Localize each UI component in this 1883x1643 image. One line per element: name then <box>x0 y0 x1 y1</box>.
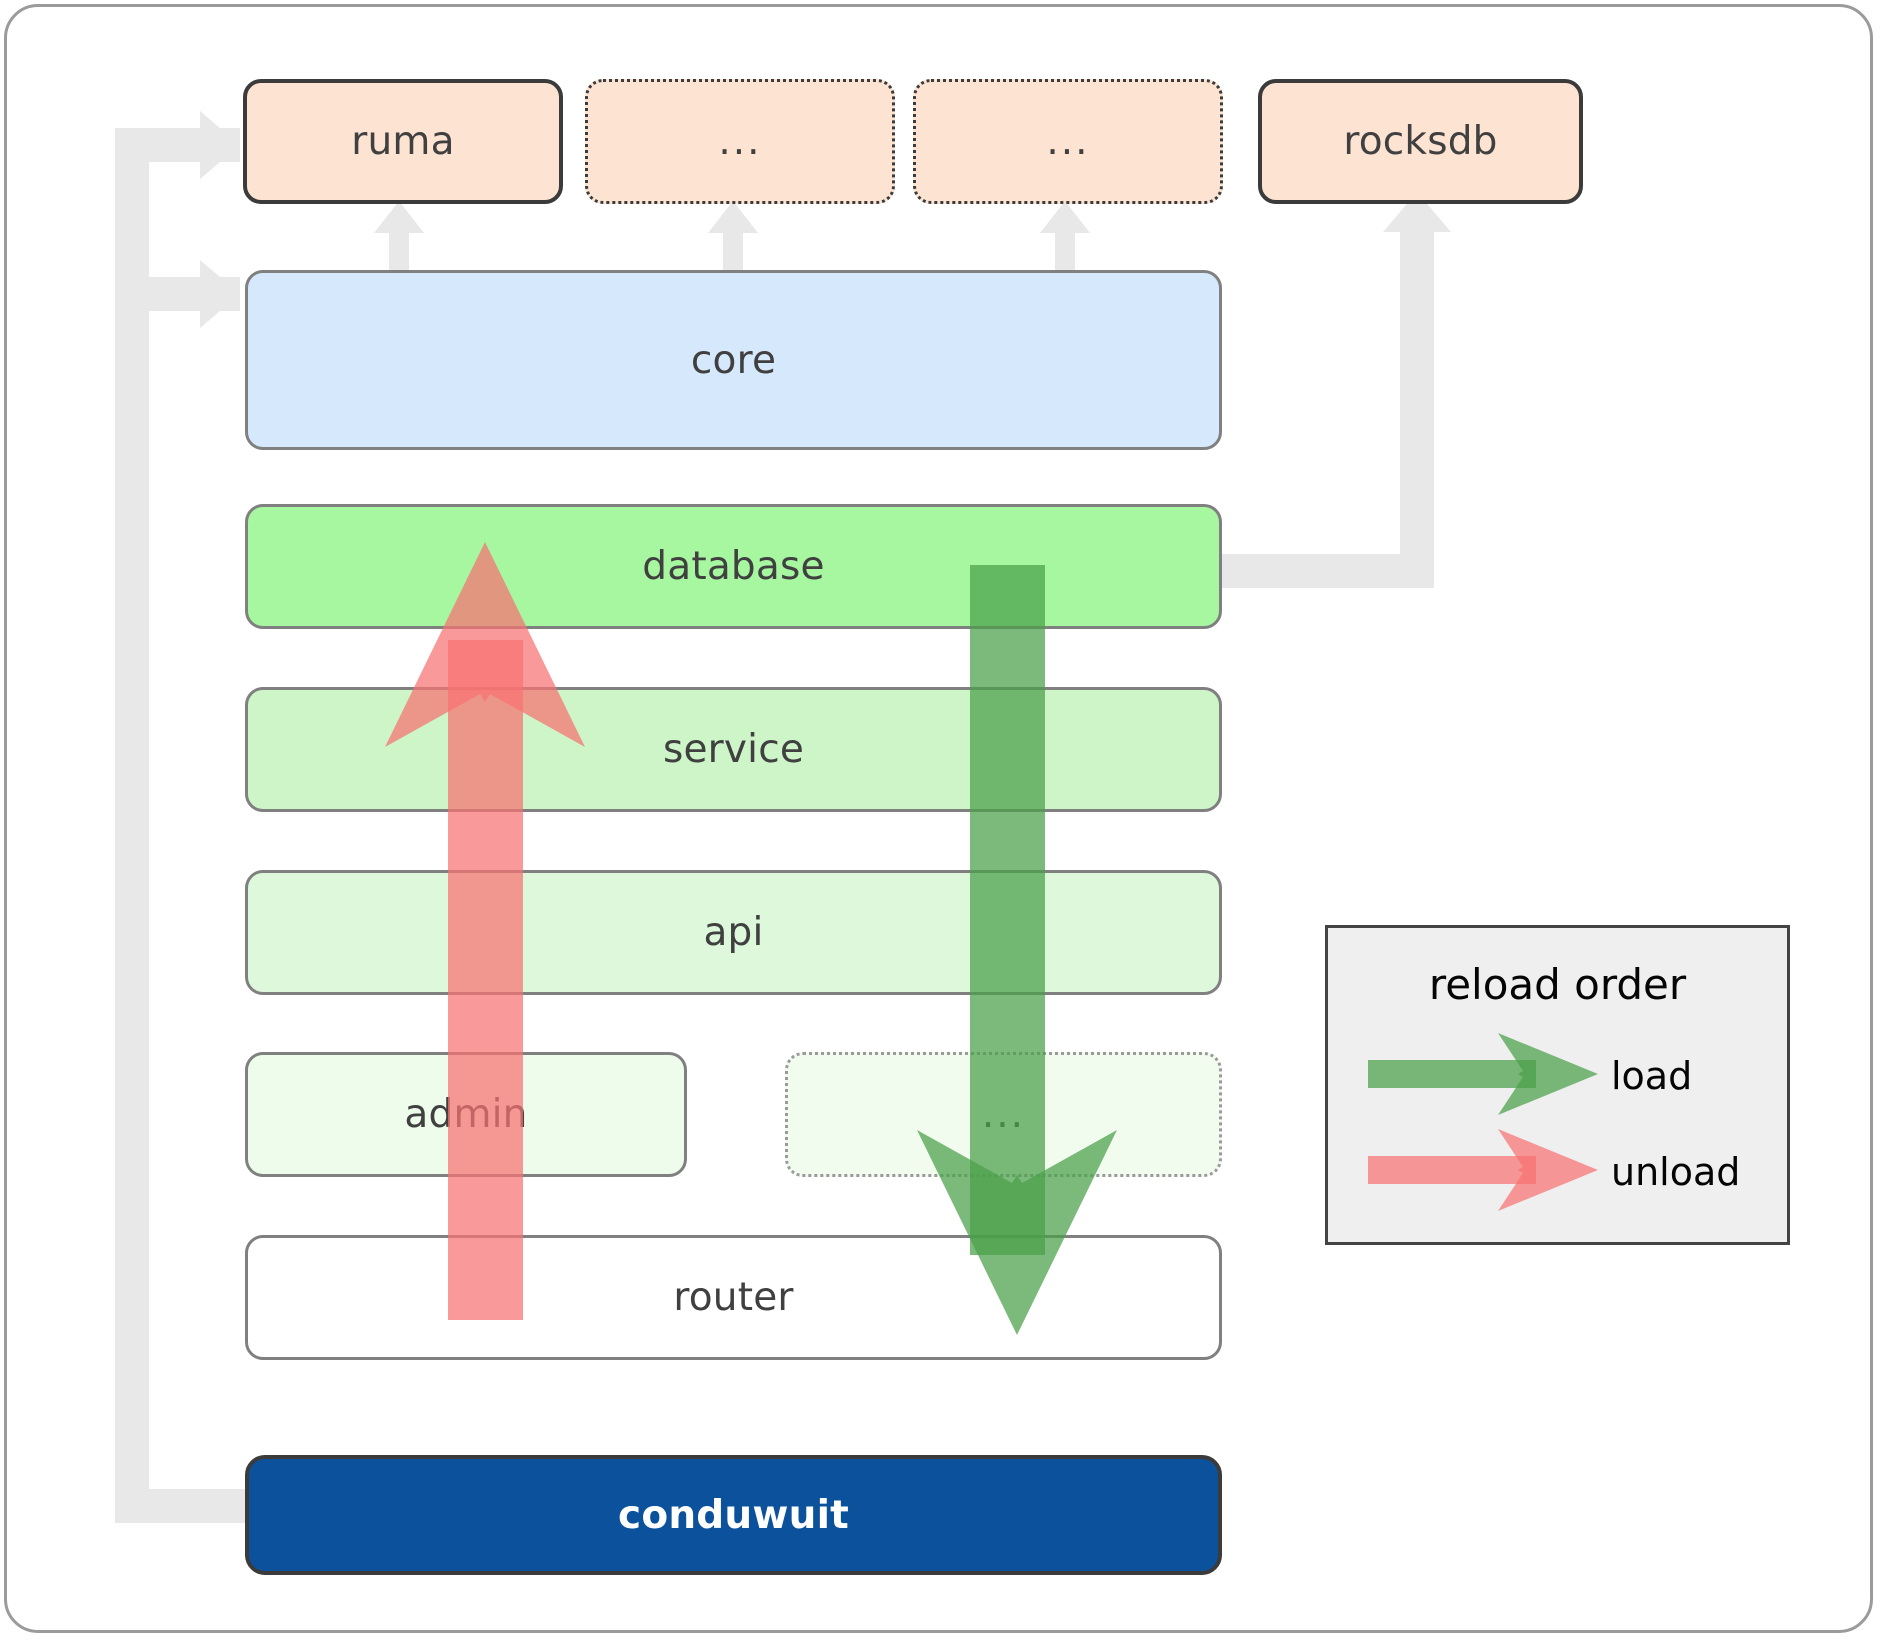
connector-to-core-arrow <box>200 260 240 328</box>
connector-core-to-ruma-arrow <box>374 201 424 233</box>
load-arrow-shaft <box>970 565 1045 1255</box>
connector-core-to-dots1-arrow <box>708 201 758 233</box>
node-router-label: router <box>673 1275 794 1320</box>
connector-to-ruma-arrow <box>200 111 240 179</box>
node-router[interactable]: router <box>245 1235 1222 1360</box>
node-conduwuit[interactable]: conduwuit <box>245 1455 1222 1575</box>
load-arrow-icon <box>917 1130 1117 1335</box>
node-ruma-label: ruma <box>351 119 455 164</box>
node-service-label: service <box>662 727 805 772</box>
connector-db-to-rocksdb-v <box>1400 230 1434 588</box>
node-dots-top-1[interactable]: ... <box>585 79 895 204</box>
legend-load-arrow-icon <box>1498 1033 1598 1115</box>
node-api-label: api <box>703 910 764 955</box>
legend-unload-arrow-icon <box>1498 1129 1598 1211</box>
node-database-label: database <box>642 544 825 589</box>
diagram-frame <box>4 4 1873 1633</box>
node-core-label: core <box>690 337 777 383</box>
node-dots-top-2[interactable]: ... <box>913 79 1223 204</box>
connector-left-trunk <box>115 128 149 1523</box>
connector-core-to-dots2-arrow <box>1040 201 1090 233</box>
node-dots-top-1-label: ... <box>718 119 762 164</box>
node-rocksdb[interactable]: rocksdb <box>1258 79 1583 204</box>
node-conduwuit-label: conduwuit <box>618 1492 849 1538</box>
legend-title: reload order <box>1428 960 1687 1009</box>
node-ruma[interactable]: ruma <box>243 79 563 204</box>
legend-load-label: load <box>1611 1054 1693 1098</box>
legend-panel: reload order load unload <box>1325 925 1790 1245</box>
unload-arrow-shaft <box>448 640 523 1320</box>
connector-from-conduwuit <box>115 1489 245 1523</box>
node-database[interactable]: database <box>245 504 1222 629</box>
legend-load-bar <box>1368 1060 1536 1088</box>
legend-unload-bar <box>1368 1156 1536 1184</box>
node-api[interactable]: api <box>245 870 1222 995</box>
legend-unload-label: unload <box>1611 1150 1741 1194</box>
connector-db-to-rocksdb-h <box>1222 554 1417 588</box>
node-rocksdb-label: rocksdb <box>1343 119 1498 164</box>
connector-core-to-dots2-stem <box>1055 228 1075 273</box>
node-core[interactable]: core <box>245 270 1222 450</box>
connector-core-to-dots1-stem <box>723 228 743 273</box>
connector-core-to-ruma-stem <box>389 228 409 273</box>
node-dots-top-2-label: ... <box>1046 119 1090 164</box>
unload-arrow-icon <box>385 542 585 747</box>
